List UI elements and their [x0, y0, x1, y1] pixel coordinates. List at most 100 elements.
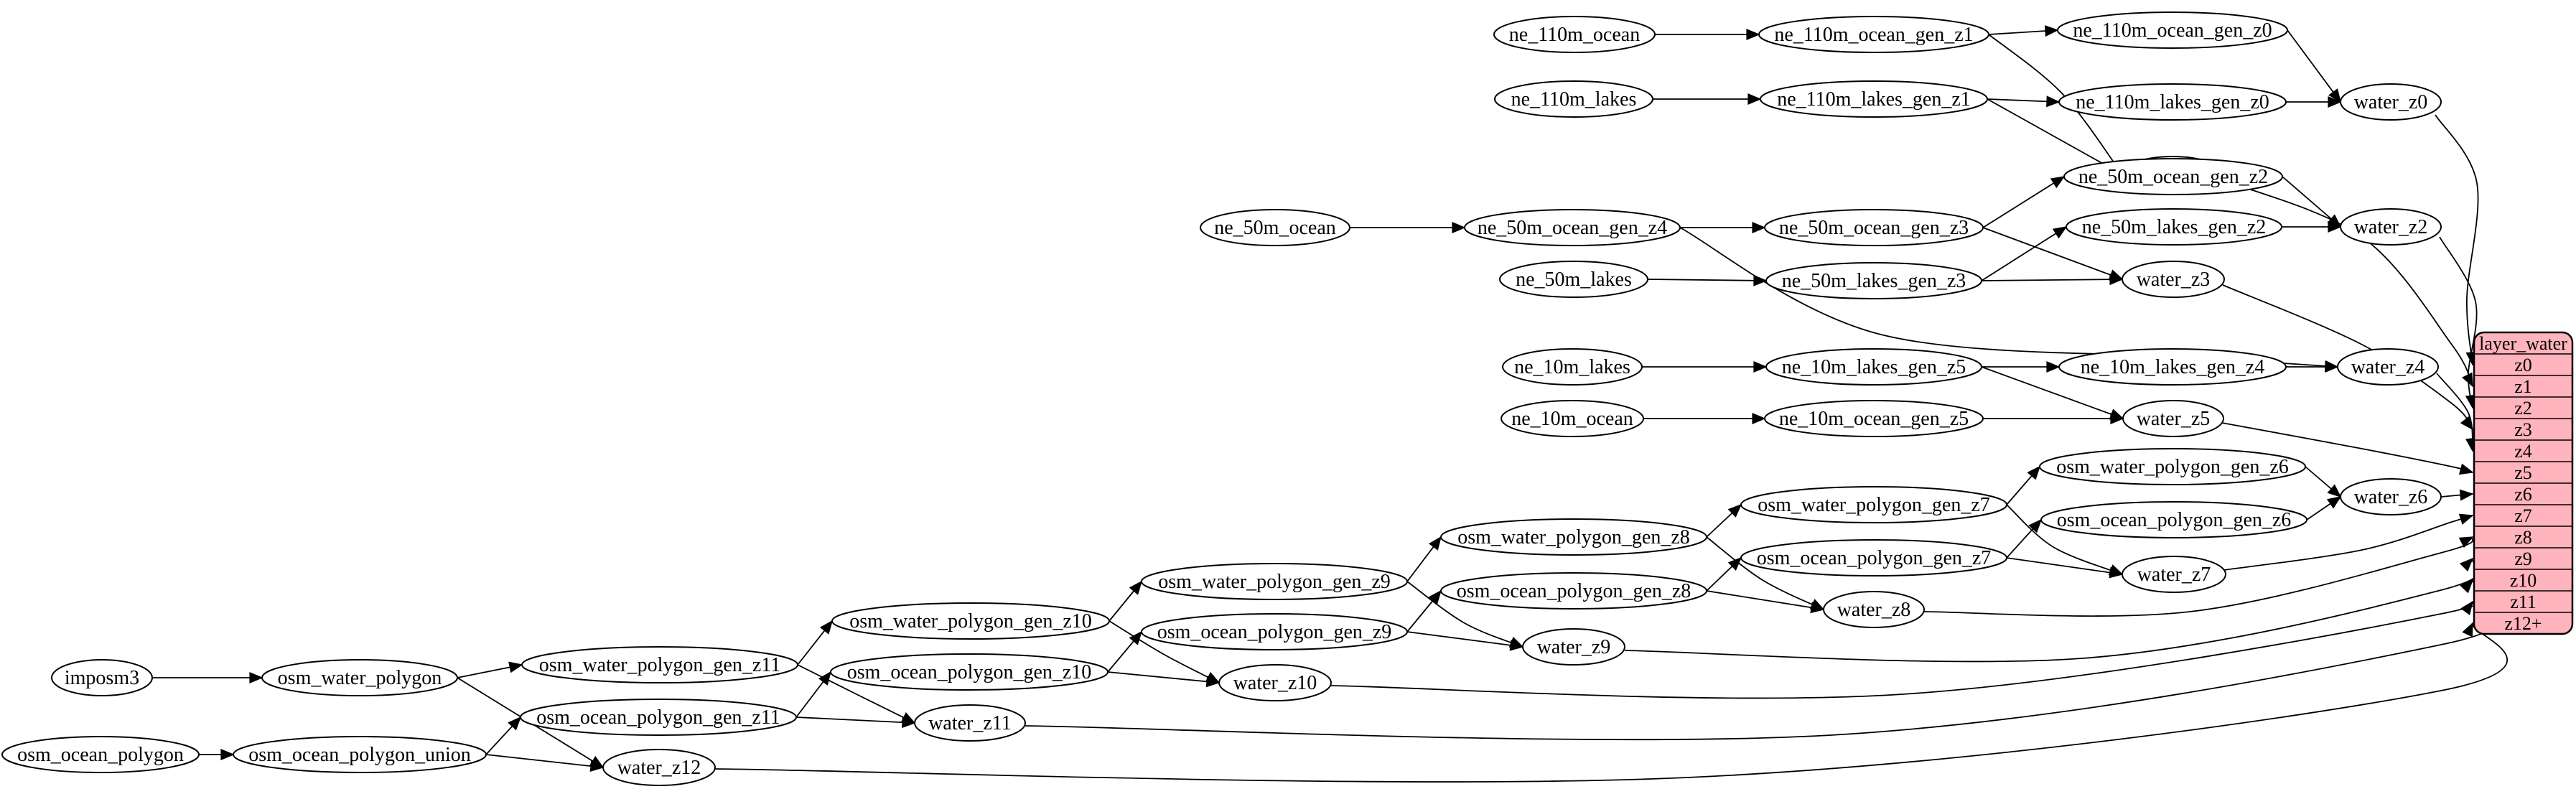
node-osm_ocean_polygon_gen_z8: osm_ocean_polygon_gen_z8	[1440, 572, 1707, 610]
node-ne_110m_lakes_gen_z0: ne_110m_lakes_gen_z0	[2058, 83, 2287, 121]
edges	[152, 25, 2508, 783]
edge-osm_ocean_polygon_union-to-osm_ocean_polygon_gen_z11	[485, 716, 522, 755]
record-row-z10: z10	[2510, 570, 2537, 591]
edge-osm_water_polygon_gen_z11-to-osm_water_polygon_gen_z10	[797, 620, 833, 666]
node-osm_water_polygon_gen_z11: osm_water_polygon_gen_z11	[521, 646, 798, 683]
record-row-z3: z3	[2514, 419, 2532, 440]
node-label-ne_50m_lakes_gen_z3: ne_50m_lakes_gen_z3	[1782, 270, 1966, 292]
node-water_z3: water_z3	[2122, 261, 2225, 298]
edge-ne_110m_lakes_gen_z1-to-ne_110m_lakes_gen_z0	[1987, 95, 2061, 108]
node-water_z7: water_z7	[2122, 556, 2226, 593]
edge-ne_50m_lakes_gen_z3-to-ne_50m_lakes_gen_z2	[1981, 226, 2068, 281]
node-label-osm_water_polygon_gen_z9: osm_water_polygon_gen_z9	[1158, 571, 1391, 593]
node-ne_50m_ocean_gen_z3: ne_50m_ocean_gen_z3	[1764, 209, 1984, 246]
node-label-water_z6: water_z6	[2354, 486, 2428, 508]
node-water_z2: water_z2	[2340, 208, 2442, 246]
node-label-osm_water_polygon_gen_z8: osm_water_polygon_gen_z8	[1457, 526, 1690, 548]
edge-osm_ocean_polygon_gen_z8-to-water_z8	[1706, 590, 1825, 614]
node-label-imposm3: imposm3	[65, 667, 139, 689]
record-row-z7: z7	[2514, 505, 2532, 526]
node-label-osm_water_polygon_gen_z6: osm_water_polygon_gen_z6	[2056, 456, 2289, 478]
node-label-water_z7: water_z7	[2137, 564, 2211, 586]
edge-osm_water_polygon_gen_z8-to-water_z8	[1706, 536, 1825, 610]
node-ne_10m_ocean_gen_z5: ne_10m_ocean_gen_z5	[1764, 400, 1984, 437]
node-ne_50m_lakes_gen_z3: ne_50m_lakes_gen_z3	[1765, 262, 1982, 299]
record-row-z8: z8	[2514, 527, 2532, 548]
node-water_z11: water_z11	[914, 704, 1026, 742]
edge-ne_50m_ocean_gen_z2-to-water_z2	[2282, 176, 2342, 228]
edge-osm_water_polygon_gen_z10-to-osm_water_polygon_gen_z9	[1109, 580, 1143, 622]
node-water_z0: water_z0	[2340, 83, 2442, 121]
node-osm_water_polygon_gen_z6: osm_water_polygon_gen_z6	[2039, 448, 2306, 485]
node-water_z9: water_z9	[1522, 628, 1625, 666]
edge-osm_water_polygon_gen_z6-to-water_z6	[2305, 466, 2342, 498]
edge-osm_ocean_polygon_gen_z9-to-water_z9	[1406, 631, 1524, 651]
edge-ne_50m_lakes_gen_z3-to-water_z3	[1981, 274, 2124, 286]
node-label-ne_10m_lakes: ne_10m_lakes	[1514, 356, 1630, 378]
record-row-z9: z9	[2514, 548, 2532, 569]
edge-water_z5-to-layer_water-z5	[2221, 422, 2474, 475]
node-label-ne_50m_ocean_gen_z2: ne_50m_ocean_gen_z2	[2078, 166, 2268, 188]
record-layer_water: layer_waterz0z1z2z3z4z5z6z7z8z9z10z11z12…	[2473, 331, 2574, 635]
node-label-osm_ocean_polygon_gen_z10: osm_ocean_polygon_gen_z10	[847, 661, 1092, 683]
node-label-ne_110m_ocean_gen_z0: ne_110m_ocean_gen_z0	[2073, 19, 2272, 42]
node-label-osm_water_polygon_gen_z11: osm_water_polygon_gen_z11	[539, 654, 780, 676]
node-osm_water_polygon_gen_z10: osm_water_polygon_gen_z10	[831, 602, 1110, 640]
edge-water_z0-to-layer_water-z0	[2435, 114, 2479, 366]
node-water_z4: water_z4	[2337, 348, 2439, 386]
edge-osm_ocean_polygon_gen_z10-to-water_z10	[1107, 671, 1221, 688]
node-label-ne_50m_ocean: ne_50m_ocean	[1214, 217, 1336, 239]
node-label-water_z9: water_z9	[1537, 636, 1611, 658]
node-label-osm_water_polygon_gen_z10: osm_water_polygon_gen_z10	[849, 610, 1092, 632]
node-ne_110m_lakes: ne_110m_lakes	[1494, 80, 1653, 118]
edge-osm_water_polygon_gen_z8-to-osm_water_polygon_gen_z7	[1706, 503, 1742, 538]
node-ne_10m_lakes: ne_10m_lakes	[1502, 348, 1643, 386]
node-water_z5: water_z5	[2122, 400, 2224, 437]
node-label-ne_110m_ocean: ne_110m_ocean	[1509, 24, 1640, 46]
node-label-osm_ocean_polygon_gen_z8: osm_ocean_polygon_gen_z8	[1457, 580, 1691, 602]
record-row-z2: z2	[2514, 398, 2532, 419]
node-label-ne_110m_lakes_gen_z1: ne_110m_lakes_gen_z1	[1777, 88, 1971, 111]
node-label-ne_50m_ocean_gen_z4: ne_50m_ocean_gen_z4	[1478, 217, 1667, 239]
record-row-z12+: z12+	[2504, 613, 2542, 634]
node-label-water_z11: water_z11	[928, 712, 1012, 734]
node-ne_110m_ocean_gen_z1: ne_110m_ocean_gen_z1	[1758, 16, 1989, 53]
node-label-ne_50m_lakes: ne_50m_lakes	[1516, 269, 1632, 291]
node-osm_ocean_polygon: osm_ocean_polygon	[1, 736, 200, 773]
node-ne_50m_ocean_gen_z2: ne_50m_ocean_gen_z2	[2063, 158, 2283, 195]
node-water_z8: water_z8	[1823, 591, 1925, 628]
node-ne_110m_ocean_gen_z0: ne_110m_ocean_gen_z0	[2057, 11, 2288, 49]
node-ne_50m_lakes: ne_50m_lakes	[1499, 261, 1648, 298]
node-water_z6: water_z6	[2340, 478, 2442, 515]
edge-osm_water_polygon-to-osm_water_polygon_gen_z11	[457, 661, 523, 678]
node-osm_ocean_polygon_gen_z11: osm_ocean_polygon_gen_z11	[520, 699, 797, 736]
node-osm_water_polygon_gen_z9: osm_water_polygon_gen_z9	[1141, 563, 1408, 600]
node-label-water_z12: water_z12	[617, 757, 701, 779]
node-label-water_z4: water_z4	[2351, 356, 2425, 378]
edge-osm_water_polygon_gen_z7-to-osm_water_polygon_gen_z6	[2006, 465, 2041, 505]
edge-ne_50m_ocean_gen_z4-to-water_z4	[1679, 227, 2339, 372]
edge-osm_water_polygon_gen_z9-to-osm_water_polygon_gen_z8	[1406, 536, 1442, 582]
node-osm_ocean_polygon_gen_z7: osm_ocean_polygon_gen_z7	[1740, 539, 2007, 576]
node-label-ne_10m_lakes_gen_z5: ne_10m_lakes_gen_z5	[1782, 356, 1966, 378]
node-label-water_z5: water_z5	[2137, 408, 2211, 430]
node-ne_110m_lakes_gen_z1: ne_110m_lakes_gen_z1	[1760, 80, 1988, 118]
node-label-osm_ocean_polygon_union: osm_ocean_polygon_union	[248, 744, 471, 766]
edge-ne_50m_ocean_gen_z3-to-ne_50m_ocean_gen_z2	[1982, 176, 2066, 228]
edge-ne_110m_lakes_gen_z1-to-water_z1	[1987, 98, 2124, 175]
edge-osm_ocean_polygon_gen_z6-to-water_z6	[2306, 496, 2342, 520]
node-osm_water_polygon_gen_z7: osm_water_polygon_gen_z7	[1740, 486, 2007, 523]
node-label-osm_water_polygon_gen_z7: osm_water_polygon_gen_z7	[1758, 494, 1990, 516]
node-water_z12: water_z12	[602, 749, 716, 786]
nodes: ne_110m_ocean ne_110m_ocean_gen_z1 ne_110m…	[1, 11, 2442, 786]
edge-water_z12-to-layer_water-z12+	[714, 622, 2508, 783]
edge-osm_ocean_polygon_gen_z7-to-water_z7	[2006, 557, 2124, 579]
node-label-osm_ocean_polygon: osm_ocean_polygon	[17, 744, 184, 766]
node-label-ne_10m_ocean_gen_z5: ne_10m_ocean_gen_z5	[1779, 408, 1969, 430]
record-row-z5: z5	[2514, 462, 2532, 483]
node-label-ne_110m_lakes_gen_z0: ne_110m_lakes_gen_z0	[2076, 91, 2269, 113]
node-label-ne_50m_lakes_gen_z2: ne_50m_lakes_gen_z2	[2082, 216, 2267, 238]
record-row-z11: z11	[2510, 592, 2537, 612]
node-label-ne_110m_lakes: ne_110m_lakes	[1511, 88, 1637, 111]
node-osm_water_polygon: osm_water_polygon	[261, 659, 458, 696]
